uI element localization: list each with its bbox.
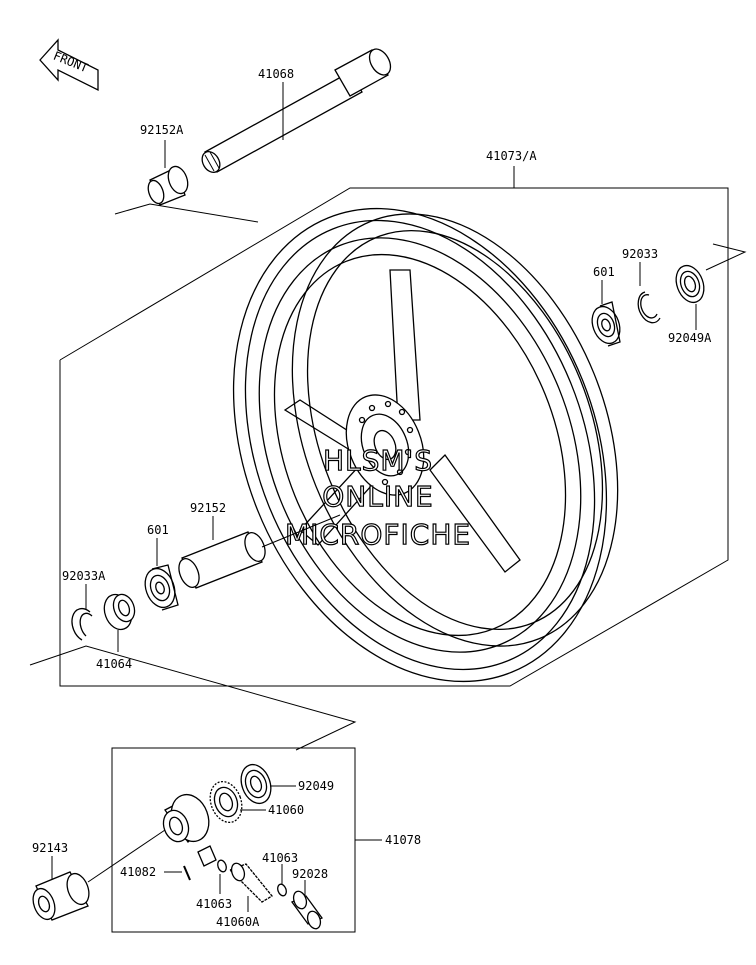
wheel-assembly-outline bbox=[59, 187, 729, 687]
collar-92152a-part[interactable] bbox=[145, 164, 191, 206]
label-41060a[interactable]: 41060A bbox=[216, 915, 260, 929]
wheel-part[interactable] bbox=[166, 152, 678, 737]
label-92049a[interactable]: 92049A bbox=[668, 331, 712, 345]
watermark: HLSM'S ONLINE MICROFICHE bbox=[284, 443, 471, 551]
drive-gear-part[interactable] bbox=[205, 777, 248, 827]
pin-41082-part[interactable] bbox=[183, 865, 191, 881]
axis-line-lower bbox=[29, 645, 357, 751]
label-41082[interactable]: 41082 bbox=[120, 865, 156, 879]
bushing-92028-part[interactable] bbox=[290, 889, 324, 930]
label-601-right[interactable]: 601 bbox=[593, 265, 615, 279]
circlip-right-part[interactable] bbox=[637, 291, 661, 324]
collar-92143-part[interactable] bbox=[29, 871, 93, 923]
pinion-gear-part[interactable] bbox=[228, 861, 273, 903]
axis-line-upper-left bbox=[114, 203, 259, 223]
label-92152[interactable]: 92152 bbox=[190, 501, 226, 515]
axis-line-center bbox=[261, 514, 341, 548]
label-41060[interactable]: 41060 bbox=[268, 803, 304, 817]
washer-left-part[interactable] bbox=[216, 859, 228, 873]
bearing-right-part[interactable] bbox=[587, 301, 624, 347]
label-41068[interactable]: 41068 bbox=[258, 67, 294, 81]
label-92028[interactable]: 92028 bbox=[292, 867, 328, 881]
label-92033[interactable]: 92033 bbox=[622, 247, 658, 261]
watermark-line-3: MICROFICHE bbox=[285, 518, 471, 551]
label-92152a[interactable]: 92152A bbox=[140, 123, 184, 137]
label-41073a[interactable]: 41073/A bbox=[486, 149, 537, 163]
front-arrow-icon: FRONT bbox=[39, 38, 99, 92]
label-41078[interactable]: 41078 bbox=[385, 833, 421, 847]
gear-box-outline bbox=[111, 747, 356, 933]
washer-right-part[interactable] bbox=[276, 883, 288, 897]
watermark-line-2: ONLINE bbox=[322, 480, 433, 513]
oil-seal-92049-part[interactable] bbox=[236, 760, 276, 807]
axis-line-upper-right bbox=[705, 243, 747, 271]
watermark-line-1: HLSM'S bbox=[323, 444, 433, 477]
label-41063-bottom[interactable]: 41063 bbox=[196, 897, 232, 911]
label-41064[interactable]: 41064 bbox=[96, 657, 132, 671]
label-601-left[interactable]: 601 bbox=[147, 523, 169, 537]
label-92143[interactable]: 92143 bbox=[32, 841, 68, 855]
label-92033a[interactable]: 92033A bbox=[62, 569, 106, 583]
collar-41064-part[interactable] bbox=[100, 591, 139, 634]
gear-housing-part[interactable] bbox=[159, 789, 217, 867]
collar-92152-part[interactable] bbox=[175, 530, 269, 591]
axle-part[interactable] bbox=[199, 45, 395, 175]
oil-seal-right-part[interactable] bbox=[671, 262, 708, 307]
label-92049[interactable]: 92049 bbox=[298, 779, 334, 793]
label-41063-top[interactable]: 41063 bbox=[262, 851, 298, 865]
bearing-left-part[interactable] bbox=[140, 564, 180, 611]
axis-line-gear bbox=[87, 829, 166, 883]
circlip-left-part[interactable] bbox=[71, 607, 93, 641]
